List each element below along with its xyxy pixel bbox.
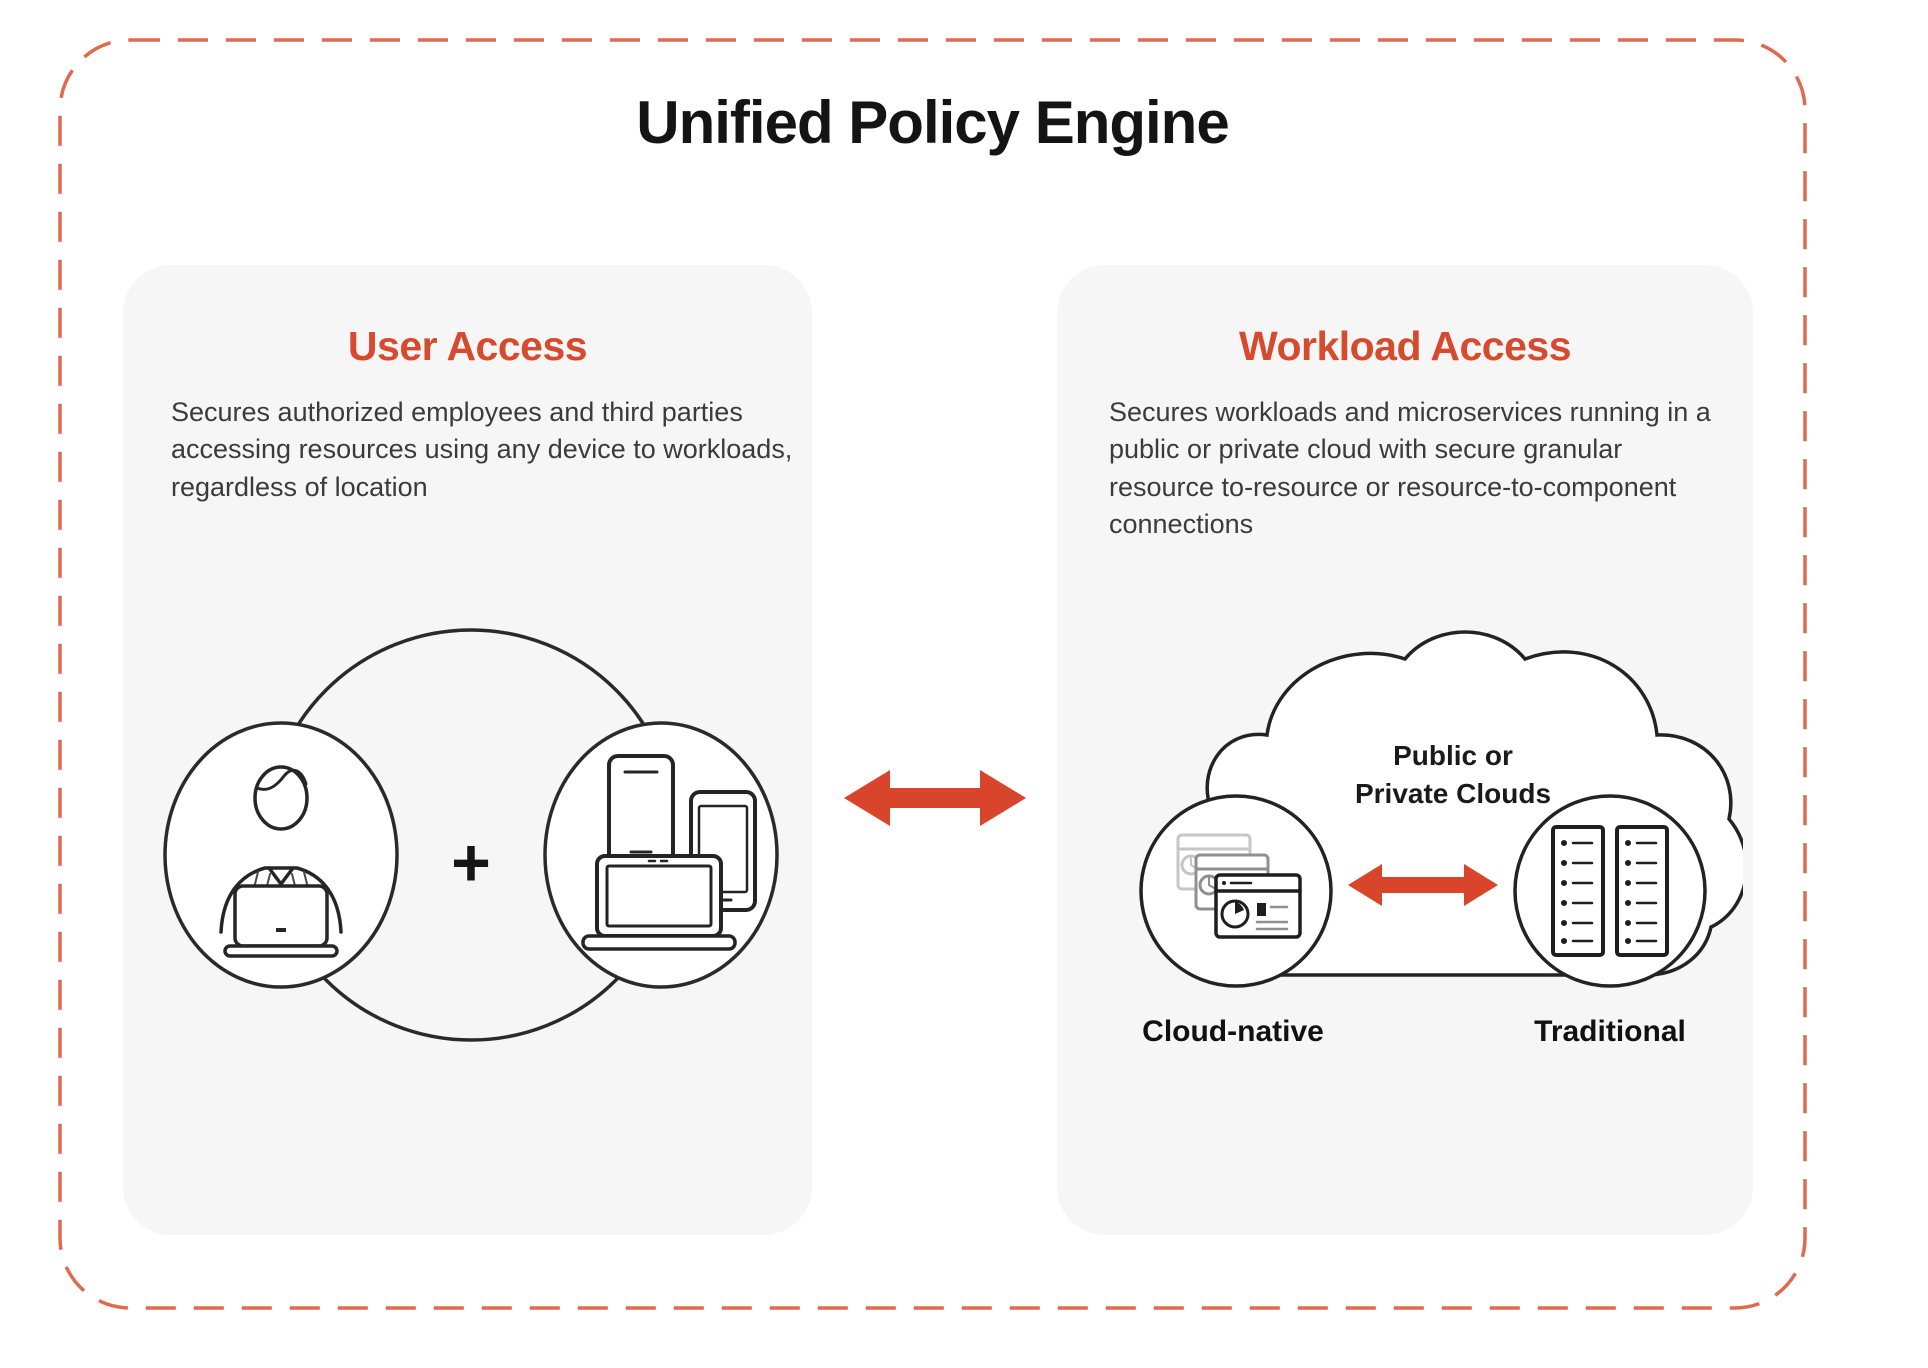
user-access-heading: User Access xyxy=(347,323,588,369)
workload-access-heading: Workload Access xyxy=(1238,323,1572,369)
workload-access-panel: Workload Access Secures workloads and mi… xyxy=(1057,265,1753,1235)
user-devices-venn-diagram: + xyxy=(163,628,779,1042)
cloud-label-line1: Public or xyxy=(1393,740,1513,771)
devices-icon xyxy=(581,754,757,951)
servers-icon xyxy=(1551,825,1669,957)
cloud-diagram: Public or Private Clouds xyxy=(1139,630,1743,1048)
cloud-native-apps-icon xyxy=(1176,833,1302,939)
cloud-label-line2: Private Clouds xyxy=(1355,778,1551,809)
traditional-circle xyxy=(1513,794,1707,988)
dashed-border xyxy=(58,38,1807,1310)
cloud-native-label: Cloud-native xyxy=(1142,1015,1324,1048)
diagram-title: Unified Policy Engine xyxy=(636,89,1229,156)
plus-sign: + xyxy=(451,825,491,901)
workload-access-description: Secures workloads and microservices runn… xyxy=(1109,397,1711,539)
user-access-panel: User Access Secures authorized employees… xyxy=(123,265,812,1235)
traditional-label: Traditional xyxy=(1534,1015,1686,1048)
bidirectional-arrow-icon xyxy=(844,770,1026,826)
user-access-description: Secures authorized employees and third p… xyxy=(171,397,793,502)
dashed-border-rect xyxy=(58,38,1807,1310)
person-at-laptop-icon xyxy=(219,765,343,958)
bidirectional-arrow-shape xyxy=(844,770,1026,826)
cloud-inner-arrow-icon xyxy=(1348,864,1498,906)
